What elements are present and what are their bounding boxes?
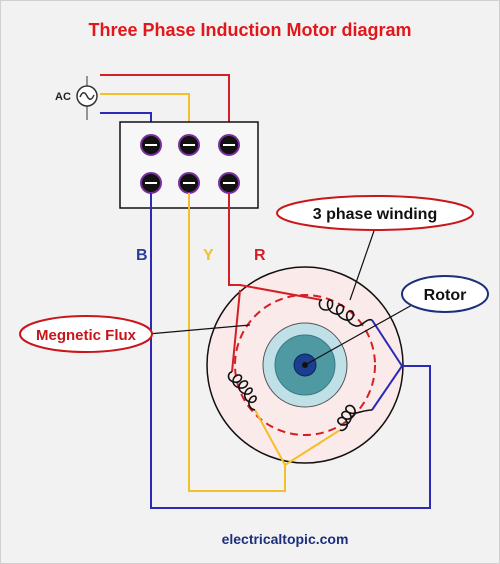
- callout-rotor: Rotor: [302, 275, 489, 368]
- supply-red-wire: [100, 74, 230, 138]
- phase-label-b: B: [136, 247, 148, 264]
- terminal-top-blue: [140, 134, 162, 156]
- callout-rotor-label: Rotor: [424, 287, 467, 304]
- coil-top-right: [318, 299, 373, 327]
- red-phase-wire: [228, 193, 323, 373]
- ac-source: AC: [55, 76, 98, 120]
- coil-left: [227, 371, 257, 411]
- phase-label-r: R: [254, 247, 266, 264]
- terminal-top-red: [218, 134, 240, 156]
- footer-source: electricaltopic.com: [222, 531, 349, 547]
- terminal-bottom-red: [218, 172, 240, 194]
- callout-winding: 3 phase winding: [276, 195, 474, 301]
- ac-label: AC: [55, 91, 71, 103]
- diagram-title: Three Phase Induction Motor diagram: [88, 20, 411, 40]
- terminal-top-yellow: [178, 134, 200, 156]
- yellow-phase-wire: [188, 193, 341, 492]
- callout-winding-label: 3 phase winding: [313, 206, 437, 223]
- phase-label-y: Y: [203, 247, 214, 264]
- terminal-bottom-yellow: [178, 172, 200, 194]
- terminal-bottom-blue: [140, 172, 162, 194]
- magnetic-flux-path: [234, 294, 376, 436]
- coil-bottom-right: [337, 404, 373, 432]
- callout-flux: Megnetic Flux: [19, 315, 251, 353]
- callout-flux-label: Megnetic Flux: [36, 327, 137, 344]
- blue-phase-wire: [150, 193, 431, 509]
